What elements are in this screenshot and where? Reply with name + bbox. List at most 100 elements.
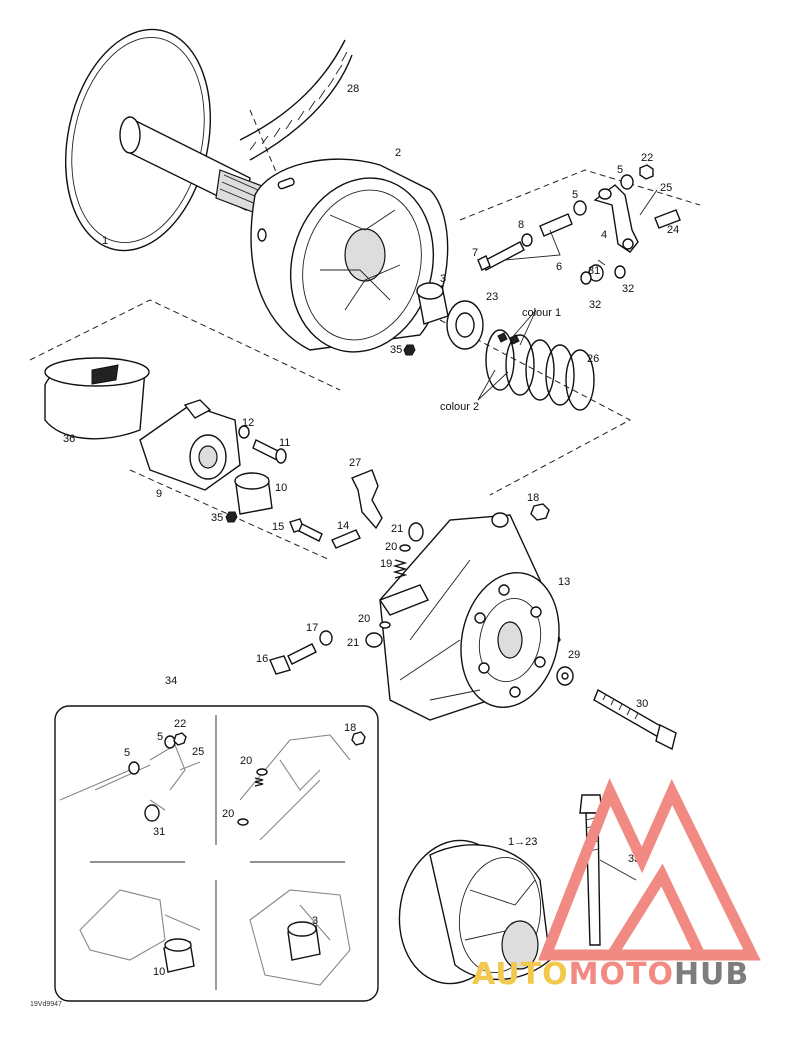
callout-32-b: 32 [589,299,601,311]
part-roller-21a [408,522,424,542]
callout-16: 16 [256,653,268,665]
part-nut-35-lower [225,511,238,523]
part-bolt-16 [269,643,317,675]
part-roller-21b [365,632,383,648]
part-pin-14 [331,529,361,549]
part-bushing-10 [234,472,273,515]
callout-21-top: 21 [391,523,403,535]
inset-callout-5-b: 5 [124,747,130,759]
drawing-number: 19Vd9947 [30,1001,62,1008]
callout-18: 18 [527,492,539,504]
part-washer-8 [521,233,533,247]
part-nut-35-upper [403,344,416,356]
callout-30: 30 [636,698,648,710]
callout-3: 3 [440,273,446,285]
brand-watermark: AUTOMOTOHUB [472,778,761,992]
part-washer-17 [319,630,333,646]
inset-callout-22: 22 [174,718,186,730]
part-cam-27 [351,469,383,530]
callout-12: 12 [242,417,254,429]
callout-6: 6 [556,261,562,273]
callout-9: 9 [156,488,162,500]
watermark-auto: AUTO [472,957,569,992]
callout-32-a: 32 [622,283,634,295]
callout-34: 34 [165,675,177,687]
part-screw-11 [252,439,287,464]
callout-26: 26 [587,353,599,365]
callout-17: 17 [306,622,318,634]
part-screw-15 [289,518,323,542]
callout-22: 22 [641,152,653,164]
part-spring [485,329,595,411]
part-spider-9 [139,399,241,491]
callout-colour-2: colour 2 [440,401,479,413]
callout-11: 11 [279,437,290,449]
part-bolt-30 [593,688,677,751]
callout-colour-1: colour 1 [522,307,561,319]
part-washer-12 [238,425,250,439]
callout-5-top: 5 [617,164,623,176]
callout-5-mid: 5 [572,189,578,201]
part-washer-5a [620,174,634,190]
inset-callout-10: 10 [153,966,165,978]
callout-27: 27 [349,457,361,469]
part-spring-19 [392,559,408,579]
callout-35-lower: 35 [211,512,223,524]
callout-24: 24 [667,224,679,236]
part-screw-7 [477,241,525,271]
callout-1: 1 [102,235,108,247]
inset-callout-20-b: 20 [222,808,234,820]
callout-8: 8 [518,219,524,231]
callout-23: 23 [486,291,498,303]
part-movable-sheave [250,158,449,353]
inset-callout-25: 25 [192,746,204,758]
inset-callout-labels: 22 5 25 5 31 18 20 20 3 10 [124,718,356,978]
part-pin-6 [539,213,573,237]
part-fixed-sheave [64,28,263,252]
callout-7: 7 [472,247,478,259]
callout-28: 28 [347,83,359,95]
part-assembled-pulley [398,839,551,985]
inset-callout-18: 18 [344,722,356,734]
part-washer-20a [399,544,411,552]
inset-panel-34 [54,705,379,1002]
watermark-logo-mark [537,778,761,961]
inset-callout-20-a: 20 [240,755,252,767]
part-nut-22 [639,164,654,180]
inset-callout-5-a: 5 [157,731,163,743]
part-washer-20b [379,621,391,629]
part-governor-cup-13 [379,512,561,721]
callout-21-bottom: 21 [347,637,359,649]
callout-13: 13 [558,576,570,588]
callout-1-to-23: 1→23 [508,836,537,848]
callout-19: 19 [380,558,392,570]
callout-36: 36 [63,433,75,445]
callout-labels: 1 28 2 22 5 25 5 8 4 24 7 6 31 32 32 3 2… [63,83,679,865]
watermark-moto: MOTO [569,957,674,992]
callout-14: 14 [337,520,349,532]
callout-4: 4 [601,229,607,241]
part-washer-23 [446,300,484,350]
part-cover-36 [44,357,150,440]
inset-callout-31: 31 [153,826,165,838]
callout-2: 2 [395,147,401,159]
part-nut-18 [530,503,550,521]
callout-26-top: 25 [660,182,672,194]
callout-35-upper: 35 [390,344,402,356]
callout-15: 15 [272,521,284,533]
inset-callout-3: 3 [312,915,318,927]
callout-29: 29 [568,649,580,661]
part-pin-24 [654,209,681,229]
part-washer-32 [580,265,626,285]
svg-text:AUTOMOTOHUB: AUTOMOTOHUB [472,957,749,992]
part-drive-belt [239,39,353,161]
part-washer-29 [556,666,574,686]
leader-lines [477,189,658,881]
watermark-hub: HUB [674,957,749,992]
part-arm-pivot [378,584,429,616]
callout-20-top: 20 [385,541,397,553]
callout-20-bottom: 20 [358,613,370,625]
part-link-arm [593,184,639,253]
callout-31: 31 [588,265,600,277]
